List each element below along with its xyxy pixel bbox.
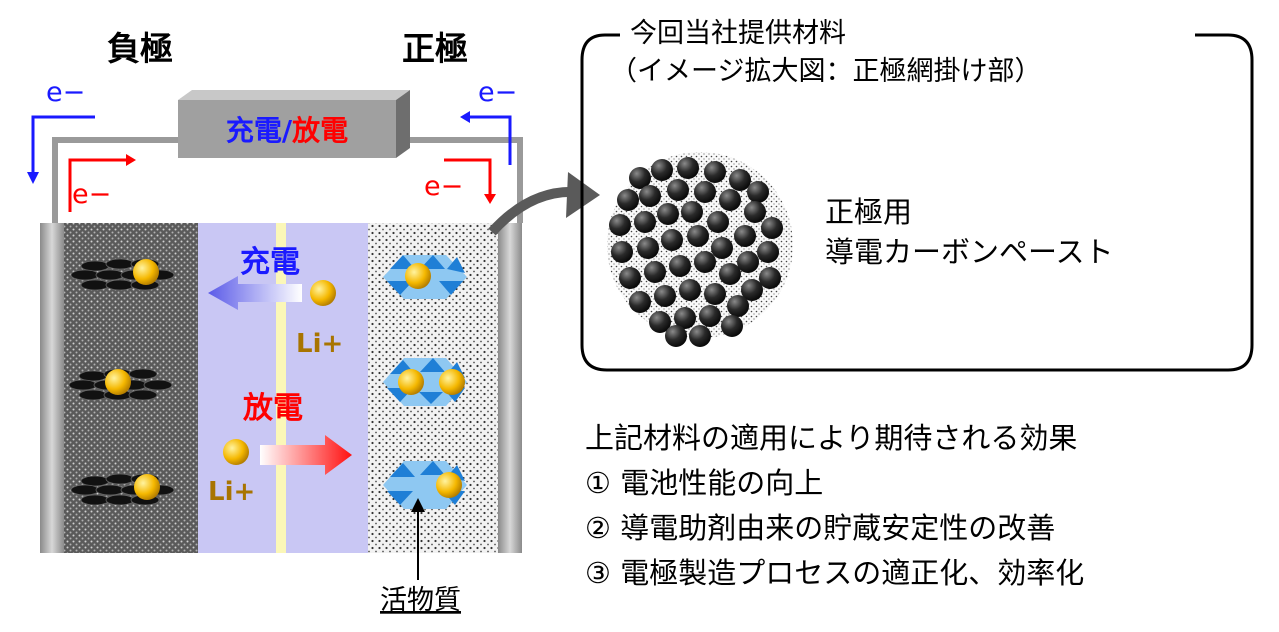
carbon-particle-icon <box>694 251 716 273</box>
effect-item-3: ③ 電極製造プロセスの適正化、効率化 <box>585 556 1085 590</box>
carbon-particle-icon <box>741 279 763 301</box>
effect-item-1: ① 電池性能の向上 <box>585 466 824 500</box>
lithium-ion-icon <box>405 263 431 289</box>
carbon-particle-icon <box>661 229 683 251</box>
lithium-ion-icon <box>439 369 465 395</box>
carbon-particle-icon <box>727 295 749 317</box>
carbon-particle-icon <box>747 181 769 203</box>
carbon-particle-icon <box>759 267 781 289</box>
lithium-ion-icon <box>310 280 336 306</box>
carbon-particle-icon <box>719 263 741 285</box>
carbon-particle-icon <box>734 225 756 247</box>
active-material-label: 活物質 <box>380 585 461 616</box>
carbon-particle-icon <box>681 201 703 223</box>
electron-label-discharge-right: e− <box>424 171 463 202</box>
lithium-ion-icon <box>223 439 249 465</box>
lithium-ion-icon <box>134 474 160 500</box>
arrowhead-icon <box>27 172 39 184</box>
effect-item-2: ② 導電助剤由来の貯蔵安定性の改善 <box>585 511 1056 545</box>
carbon-particle-icon <box>721 315 743 337</box>
charge-arrow <box>208 276 302 310</box>
external-wire <box>52 137 523 223</box>
carbon-particle-icon <box>669 255 691 277</box>
lithium-ion-icon <box>398 369 424 395</box>
carbon-particle-icon <box>634 211 656 233</box>
lithium-label-discharge: Li+ <box>208 477 255 507</box>
carbon-particle-icon <box>677 157 699 179</box>
lithium-ion-icon <box>436 472 462 498</box>
product-name-line1: 正極用 <box>825 195 912 229</box>
electron-arrow-blue-right <box>468 115 512 165</box>
carbon-particle-icon <box>704 161 726 183</box>
carbon-particle-icon <box>689 325 711 347</box>
carbon-particle-icon <box>719 189 741 211</box>
electron-label-charge-left: e− <box>46 77 85 108</box>
negative-current-collector <box>40 223 64 553</box>
electron-arrow-blue-left <box>31 115 95 176</box>
carbon-particle-icon <box>699 305 721 327</box>
carbon-particle-icon <box>694 181 716 203</box>
carbon-particle-icon <box>649 311 671 333</box>
carbon-particle-icon <box>707 211 729 233</box>
effects-heading: 上記材料の適用により期待される効果 <box>585 421 1078 455</box>
electron-label-discharge-left: e− <box>72 179 111 210</box>
carbon-particle-icon <box>654 285 676 307</box>
lithium-ion-icon <box>133 259 159 285</box>
arrowhead-icon <box>126 154 136 166</box>
electron-arrow-red-right <box>444 158 492 196</box>
positive-electrode-label: 正極 <box>402 29 468 68</box>
discharge-arrow <box>260 435 352 475</box>
carbon-particle-icon <box>609 214 631 236</box>
arrowhead-icon <box>484 194 496 204</box>
carbon-particle-icon <box>644 261 666 283</box>
callout-title: 今回当社提供材料 <box>630 18 846 49</box>
lithium-ions <box>105 259 465 500</box>
lithium-label-charge: Li+ <box>296 329 343 359</box>
lithium-ion-icon <box>105 369 131 395</box>
carbon-particle-icon <box>619 267 641 289</box>
carbon-particle-icon <box>639 185 661 207</box>
charger-box: 充電/放電 <box>178 90 410 158</box>
separator <box>276 223 286 553</box>
carbon-particle-icon <box>704 283 726 305</box>
carbon-particle-icon <box>651 159 673 181</box>
positive-current-collector <box>498 223 522 553</box>
carbon-paste-magnified-icon <box>607 152 793 347</box>
callout-subtitle: （イメージ拡大図：正極網掛け部） <box>610 56 1041 87</box>
carbon-particle-icon <box>637 237 659 259</box>
carbon-particle-icon <box>687 225 709 247</box>
carbon-particle-icon <box>629 291 651 313</box>
carbon-particle-icon <box>629 167 651 189</box>
carbon-particle-icon <box>611 241 633 263</box>
electron-label-charge-right: e− <box>478 77 517 108</box>
arrowhead-icon <box>460 111 470 123</box>
negative-electrode-label: 負極 <box>107 29 173 68</box>
callout-arrow <box>488 186 576 236</box>
carbon-particle-icon <box>665 325 687 347</box>
carbon-particle-icon <box>761 217 783 239</box>
carbon-particle-icon <box>729 169 751 191</box>
carbon-particle-icon <box>679 279 701 301</box>
charger-label: 充電/放電 <box>226 114 348 147</box>
carbon-particle-icon <box>657 203 679 225</box>
carbon-particle-icon <box>744 201 766 223</box>
charge-label: 充電 <box>240 245 300 280</box>
callout-box <box>580 33 1254 372</box>
arrowhead-icon <box>411 498 425 512</box>
carbon-particle-icon <box>737 251 759 273</box>
carbon-particle-icon <box>674 307 696 329</box>
carbon-particle-icon <box>617 189 639 211</box>
product-name-line2: 導電カーボンペースト <box>825 235 1114 269</box>
carbon-particle-icon <box>667 179 689 201</box>
electron-arrow-red-left <box>68 158 128 212</box>
carbon-particle-icon <box>711 237 733 259</box>
carbon-particle-icon <box>757 241 779 263</box>
discharge-label: 放電 <box>242 391 303 426</box>
